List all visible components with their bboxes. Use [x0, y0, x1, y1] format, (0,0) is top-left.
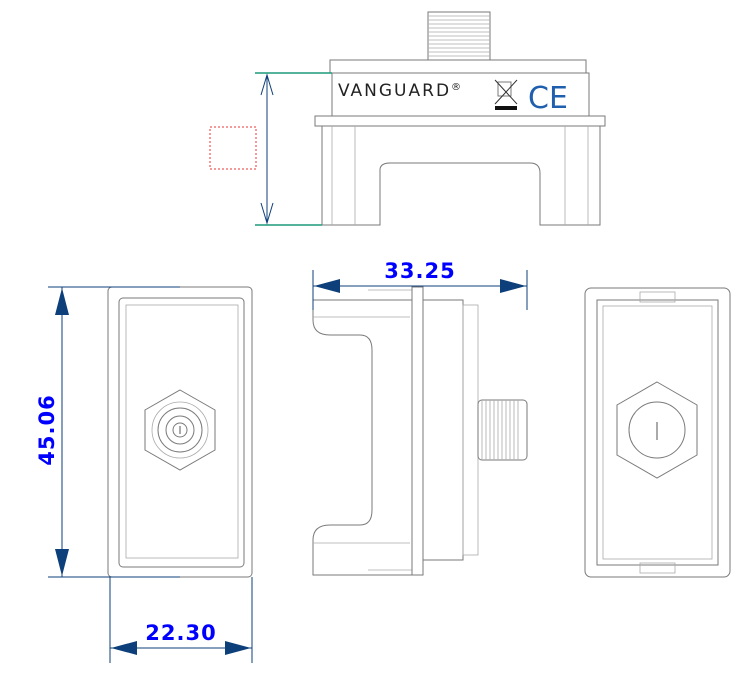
depth-dimension: 33.25: [312, 259, 528, 310]
side-view: 33.25: [312, 259, 528, 576]
hex-nut: [144, 389, 216, 471]
height-dimension-label: 45.06: [35, 394, 59, 465]
width-dimension: 22.30: [109, 577, 253, 663]
brand-label: VANGUARD®: [338, 81, 463, 101]
width-dimension-label: 22.30: [145, 621, 216, 645]
f-connector-thread: [427, 11, 491, 61]
top-view: VANGUARD® CE: [209, 11, 606, 226]
side-connector: [477, 399, 528, 461]
depth-dimension-label: 33.25: [384, 259, 455, 283]
ce-mark: CE: [528, 81, 568, 116]
weee-icon: [494, 79, 518, 110]
mounting-bracket: [321, 126, 601, 226]
coax-socket: [157, 407, 203, 453]
front-view: 45.06 22.30: [35, 286, 253, 663]
height-dimension: 45.06: [35, 286, 180, 578]
rear-hex: [616, 381, 698, 479]
placeholder-box: [209, 126, 257, 170]
rear-view: [584, 287, 731, 578]
top-height-dimension: [255, 72, 332, 226]
top-cap: [329, 59, 587, 74]
flange: [314, 115, 606, 127]
